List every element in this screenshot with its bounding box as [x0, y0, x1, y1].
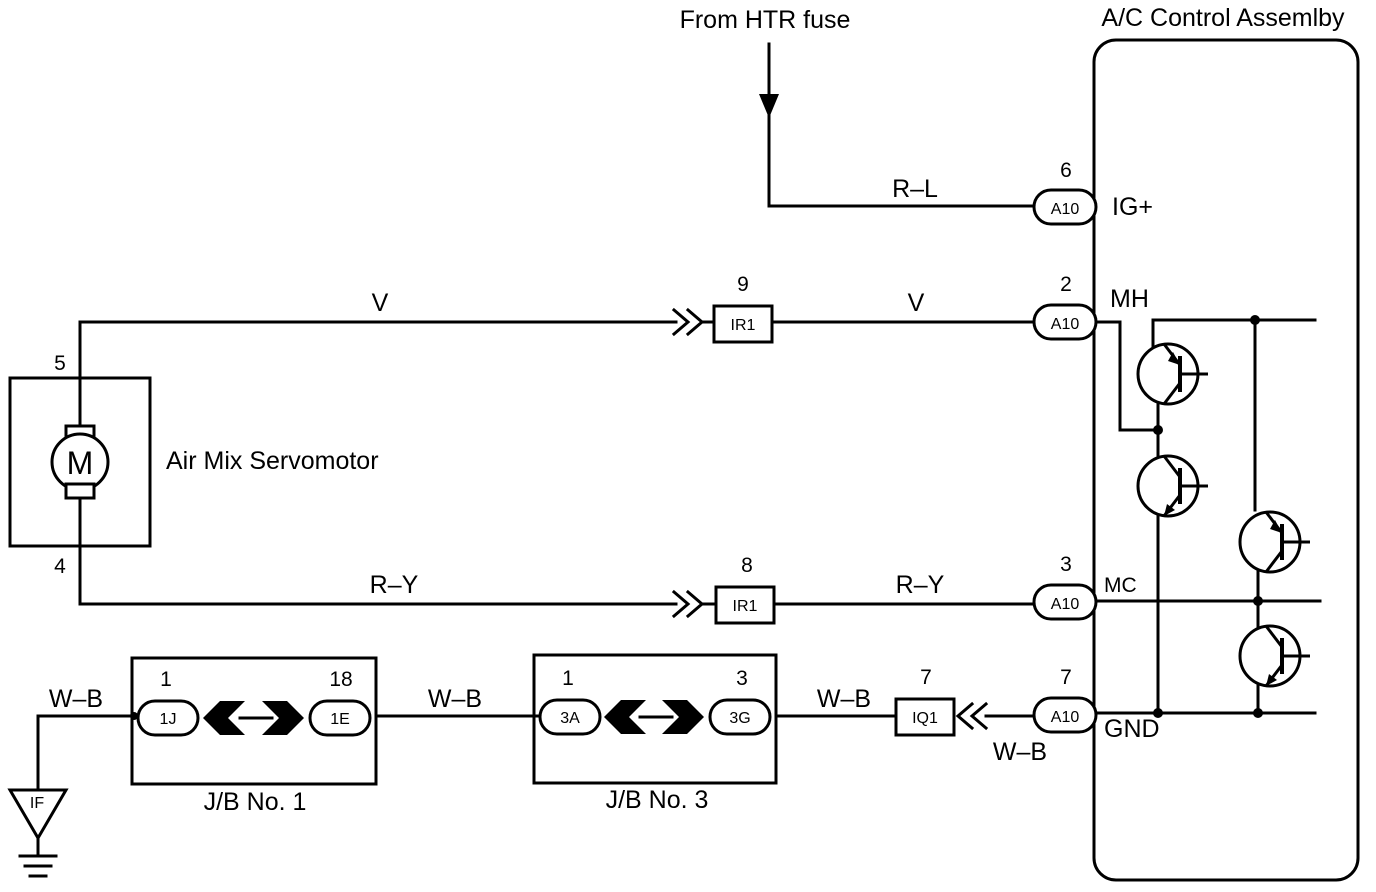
jb1-link-icon: [203, 701, 304, 735]
motor-icon: [50, 320, 110, 606]
jb1-left-pin: 1: [160, 668, 172, 691]
terminal-ig: IG+: [1112, 193, 1153, 221]
wire-label-r-y-left: R–Y: [370, 571, 419, 599]
ac-assembly-box: [1092, 38, 1360, 882]
wire-label-v-right: V: [908, 289, 925, 317]
ir1-top-connector: [712, 304, 774, 344]
ir1-bottom-pin: 8: [741, 554, 753, 577]
ac-assembly-title: A/C Control Assemlby: [1101, 4, 1345, 32]
a10-ig-code: A10: [1051, 201, 1080, 218]
a10-gnd-code: A10: [1051, 709, 1080, 726]
servomotor-pin-bottom: 4: [54, 555, 66, 578]
jb1-left-connector: [136, 699, 200, 737]
jb3-label: J/B No. 3: [606, 786, 709, 814]
wire-w-b-ground: [36, 714, 136, 792]
ir1-bottom-connector: [714, 585, 776, 625]
ground-code: IF: [30, 795, 44, 812]
htr-feed-arrow-icon: [759, 42, 779, 118]
ground-icon: [7, 788, 69, 878]
jb3-right-connector: [708, 698, 772, 736]
wire-r-l: [767, 110, 1036, 208]
jb3-right-code: 3G: [729, 710, 750, 727]
ir1-bottom-code: IR1: [733, 598, 758, 615]
a10-mh-code: A10: [1051, 316, 1080, 333]
jb3-left-connector: [538, 698, 602, 736]
wire-label-r-l: R–L: [892, 175, 938, 203]
a10-gnd-pin: 7: [1060, 666, 1072, 689]
a10-ig-pin: 6: [1060, 159, 1072, 182]
motor-driver-bridge: [1094, 315, 1322, 718]
a10-ig-connector: [1032, 188, 1098, 226]
terminal-mc: MC: [1104, 574, 1137, 597]
connector-arrow-icon: [671, 307, 705, 337]
a10-mc-code: A10: [1051, 596, 1080, 613]
wire-label-w-b-iq1-a10: W–B: [993, 738, 1047, 766]
motor-symbol: M: [67, 445, 94, 481]
iq1-pin: 7: [920, 666, 932, 689]
ir1-top-pin: 9: [737, 273, 749, 296]
jb1-right-code: 1E: [330, 711, 350, 728]
wire-label-v-left: V: [372, 289, 389, 317]
servomotor-label: Air Mix Servomotor: [166, 447, 379, 475]
wire-label-w-b-jb1-jb3: W–B: [428, 685, 482, 713]
jb1-left-code: 1J: [160, 711, 177, 728]
ir1-top-code: IR1: [731, 317, 756, 334]
wire-label-r-y-right: R–Y: [896, 571, 945, 599]
jb1-right-connector: [308, 699, 372, 737]
jb1-right-pin: 18: [329, 668, 352, 691]
iq1-connector: [894, 697, 956, 737]
jb3-left-pin: 1: [562, 667, 574, 690]
a10-mc-pin: 3: [1060, 553, 1072, 576]
connector-arrow-icon: [955, 701, 989, 731]
jb3-link-icon: [604, 700, 704, 734]
connector-arrow-icon: [671, 589, 705, 619]
jb1-label: J/B No. 1: [204, 788, 307, 816]
terminal-mh: MH: [1110, 285, 1149, 313]
jb3-left-code: 3A: [560, 710, 580, 727]
htr-fuse-label: From HTR fuse: [680, 6, 851, 34]
terminal-gnd: GND: [1104, 715, 1160, 743]
a10-mh-pin: 2: [1060, 273, 1072, 296]
iq1-code: IQ1: [912, 710, 938, 727]
jb3-right-pin: 3: [736, 667, 748, 690]
wire-label-w-b-jb3-iq1: W–B: [817, 685, 871, 713]
jb3-box: [532, 653, 778, 785]
jb1-box: [130, 656, 378, 786]
wire-label-w-b-ground: W–B: [49, 685, 103, 713]
servomotor-pin-top: 5: [54, 352, 66, 375]
